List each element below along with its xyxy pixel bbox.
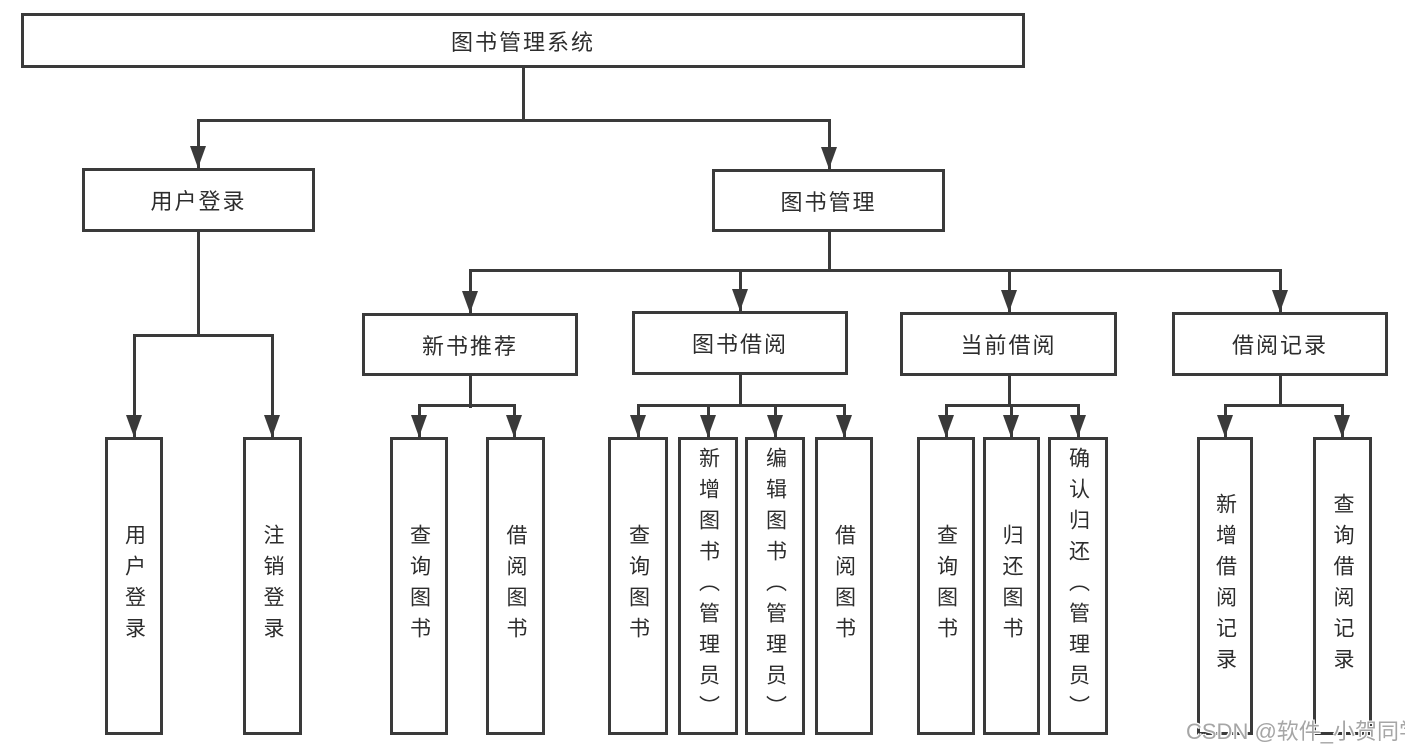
node-label: 新书推荐 (421, 333, 518, 359)
arrow-down-icon (1003, 415, 1019, 437)
connector-line (133, 334, 136, 437)
node-label: 查询图书 (934, 524, 958, 648)
arrow-down-icon (462, 291, 478, 313)
arrow-down-icon (1001, 290, 1017, 312)
node-label: 新增图书（管理员） (696, 446, 720, 726)
connector-line (828, 232, 831, 272)
node-new-book-recommend: 新书推荐 (362, 313, 578, 376)
arrow-down-icon (126, 415, 142, 437)
connector-line (133, 334, 274, 337)
connector-line (1279, 375, 1282, 407)
node-borrow-records: 借阅记录 (1172, 312, 1388, 376)
watermark-text: CSDN @软件_小贺同学 (1186, 719, 1405, 744)
arrow-down-icon (836, 415, 852, 437)
connector-line (522, 68, 525, 122)
node-label: 图书管理系统 (450, 29, 595, 55)
connector-line (1008, 375, 1011, 407)
node-label: 当前借阅 (960, 333, 1057, 358)
connector-line (197, 119, 200, 168)
arrow-down-icon (1070, 415, 1086, 437)
connector-line (469, 269, 1282, 272)
node-query-books-recommend: 查询图书 (390, 437, 448, 735)
node-book-borrow: 图书借阅 (632, 311, 848, 375)
node-label: 查询图书 (407, 524, 431, 648)
connector-line (271, 334, 274, 437)
node-add-book-admin: 新增图书（管理员） (678, 437, 738, 735)
node-label: 归还图书 (1000, 524, 1023, 648)
node-book-management: 图书管理 (712, 169, 945, 232)
arrow-down-icon (506, 415, 522, 437)
node-label: 借阅记录 (1231, 333, 1328, 358)
node-label: 借阅图书 (832, 524, 856, 648)
node-edit-book-admin: 编辑图书（管理员） (745, 437, 805, 735)
connector-line (1224, 404, 1344, 407)
arrow-down-icon (1272, 290, 1288, 312)
node-label: 编辑图书（管理员） (763, 446, 787, 726)
connector-line (469, 375, 472, 408)
arrow-down-icon (1334, 415, 1350, 437)
arrow-down-icon (700, 415, 716, 437)
arrow-down-icon (767, 415, 783, 437)
node-add-borrow-record: 新增借阅记录 (1197, 437, 1253, 735)
node-label: 新增借阅记录 (1213, 493, 1237, 679)
arrow-down-icon (190, 146, 206, 168)
connector-line (637, 404, 846, 407)
node-borrow-books-leaf: 借阅图书 (815, 437, 873, 735)
arrow-down-icon (411, 415, 427, 437)
node-current-borrow: 当前借阅 (900, 312, 1117, 376)
node-return-books: 归还图书 (983, 437, 1040, 735)
arrow-down-icon (630, 415, 646, 437)
node-confirm-return-admin: 确认归还（管理员） (1048, 437, 1108, 735)
node-label: 注销登录 (261, 524, 284, 648)
node-borrow-books-recommend: 借阅图书 (486, 437, 545, 735)
node-logout: 注销登录 (243, 437, 302, 735)
node-label: 查询借阅记录 (1331, 493, 1354, 679)
node-library-management-system: 图书管理系统 (21, 13, 1025, 68)
arrow-down-icon (732, 289, 748, 311)
connector-line (418, 404, 516, 407)
connector-line (739, 374, 742, 407)
node-label: 用户登录 (150, 189, 247, 214)
arrow-down-icon (938, 415, 954, 437)
node-label: 用户登录 (122, 524, 146, 648)
node-query-books-borrow: 查询图书 (608, 437, 668, 735)
node-query-borrow-record: 查询借阅记录 (1313, 437, 1372, 735)
node-label: 借阅图书 (504, 524, 527, 648)
arrow-down-icon (821, 147, 837, 169)
node-label: 图书管理 (780, 189, 877, 215)
node-user-login-leaf: 用户登录 (105, 437, 163, 735)
connector-line (828, 119, 831, 169)
node-query-books-current: 查询图书 (917, 437, 975, 735)
node-label: 查询图书 (626, 524, 650, 648)
arrow-down-icon (1217, 415, 1233, 437)
node-label: 图书借阅 (691, 332, 788, 357)
arrow-down-icon (264, 415, 280, 437)
node-label: 确认归还（管理员） (1066, 446, 1090, 726)
node-user-login: 用户登录 (82, 168, 315, 232)
connector-line (197, 119, 831, 122)
connector-line (197, 232, 200, 336)
